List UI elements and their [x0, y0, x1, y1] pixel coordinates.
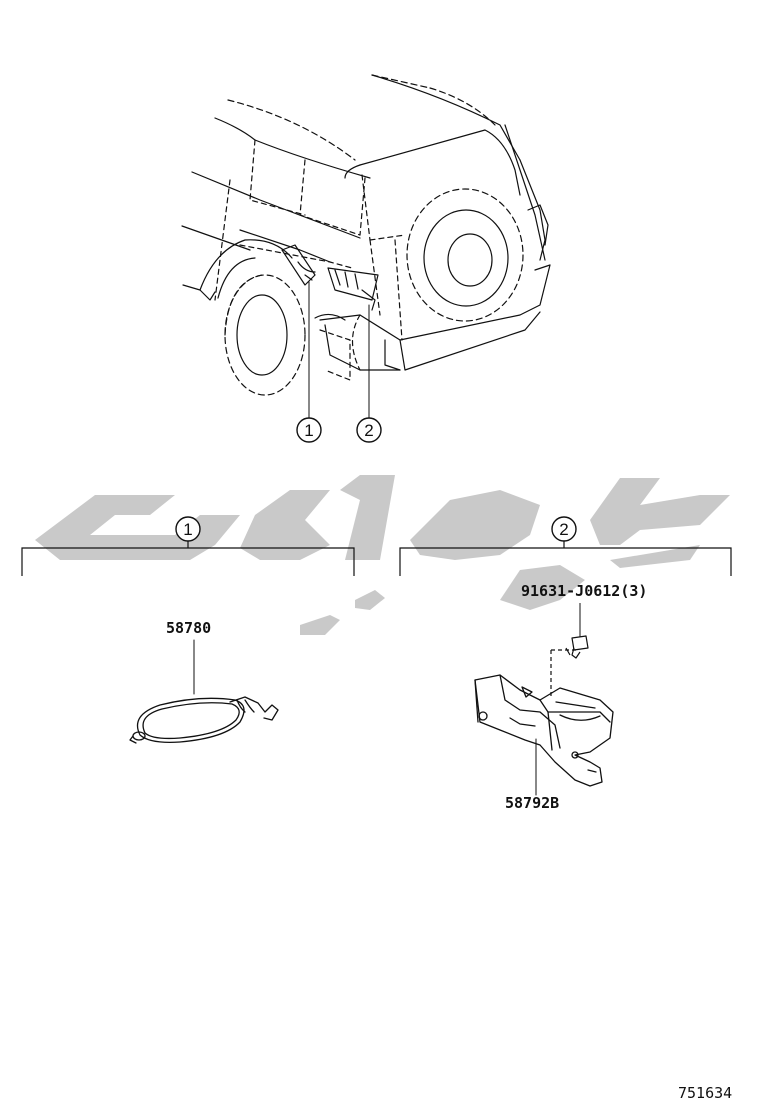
callout-1-group: 1: [175, 516, 201, 542]
svg-text:2: 2: [559, 520, 568, 539]
illustration-id: 751634: [678, 1084, 732, 1102]
part-number-58792b: 58792B: [505, 794, 559, 812]
group-bracket-2: [399, 541, 732, 576]
part-58780-cable-drawing: [129, 639, 279, 744]
vehicle-rear-illustration: [181, 74, 551, 419]
callout-1-vehicle: 1: [296, 417, 322, 443]
part-58792b-bracket-drawing: [474, 674, 614, 796]
svg-text:2: 2: [364, 421, 373, 440]
callout-2-group: 2: [551, 516, 577, 542]
watermark-logo: [35, 475, 730, 635]
bolt-drawing: [550, 603, 589, 696]
callout-2-vehicle: 2: [356, 417, 382, 443]
svg-text:1: 1: [183, 520, 192, 539]
part-number-91631-j0612: 91631-J0612(3): [521, 582, 647, 600]
group-bracket-1: [21, 541, 355, 576]
svg-text:1: 1: [304, 421, 313, 440]
part-number-58780: 58780: [166, 619, 211, 637]
